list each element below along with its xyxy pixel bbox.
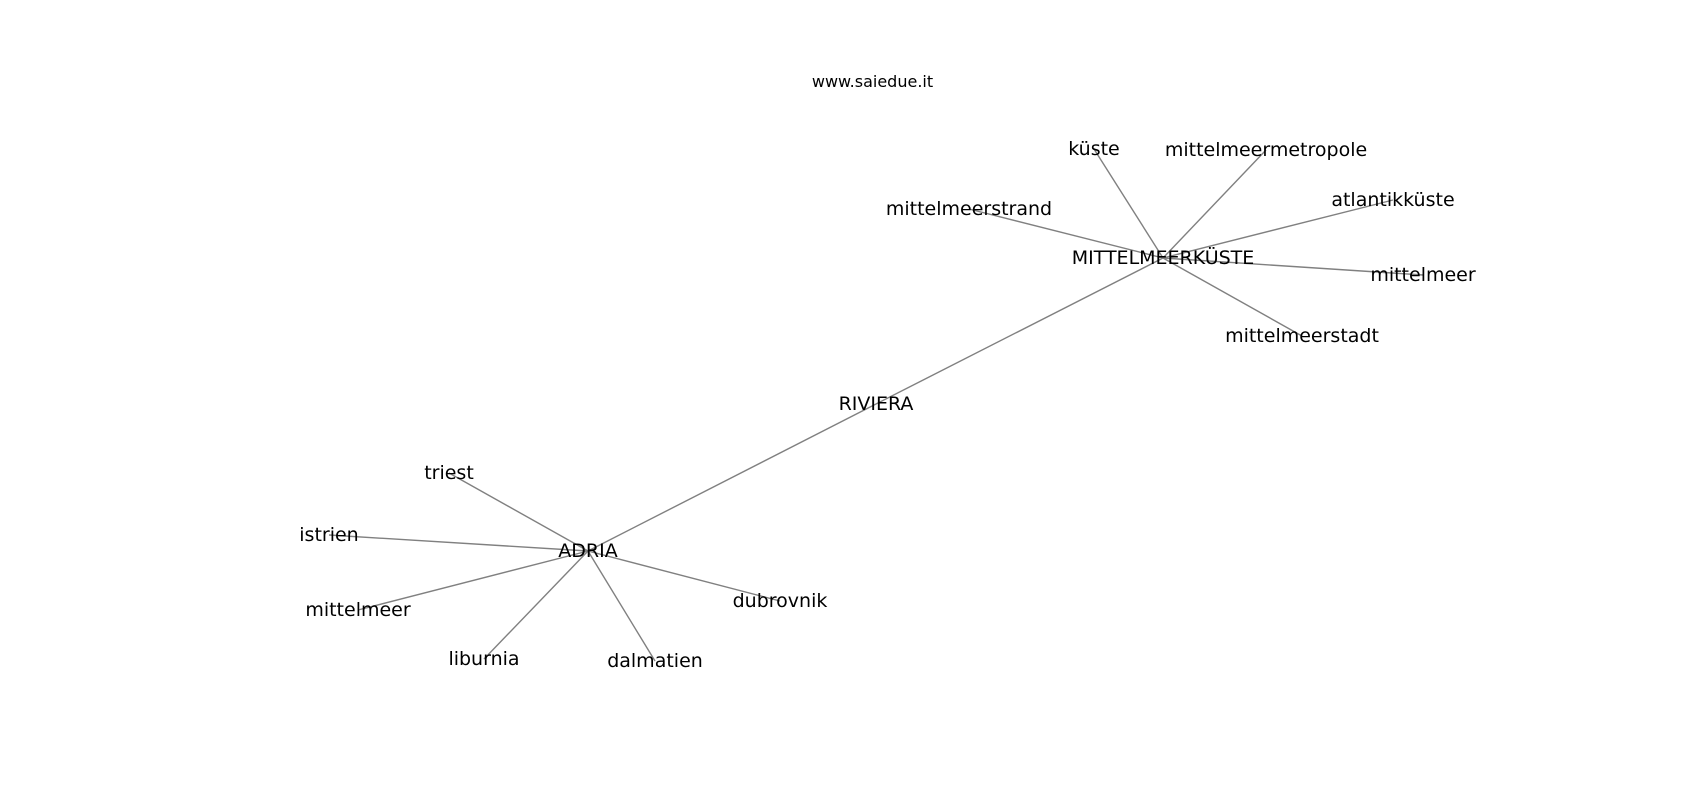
node-adria: ADRIA xyxy=(558,540,617,562)
edge-adria-istrien xyxy=(328,534,589,552)
edge-mittelmeerkueste-atlantikkueste xyxy=(1162,199,1394,259)
source-caption: www.saiedue.it xyxy=(811,72,934,91)
node-mittelmeerstrand: mittelmeerstrand xyxy=(886,198,1052,220)
node-kueste: küste xyxy=(1068,138,1120,160)
edge-adria-mittelmeer-2 xyxy=(357,550,589,611)
node-mittelmeer-1: mittelmeer xyxy=(1370,264,1476,286)
node-mittelmeermetropole: mittelmeermetropole xyxy=(1165,139,1367,161)
edge-mittelmeerkueste-kueste xyxy=(1093,148,1164,259)
node-triest: triest xyxy=(424,462,474,484)
node-mittelmeerstadt: mittelmeerstadt xyxy=(1225,325,1379,347)
edge-mittelmeerkueste-mittelmeermetropole xyxy=(1162,149,1267,259)
edge-mittelmeerkueste-mittelmeer-1 xyxy=(1162,257,1424,276)
node-istrien: istrien xyxy=(299,524,358,546)
nodes-layer: RIVIERA MITTELMEERKÜSTE ADRIA küste mittelme… xyxy=(299,138,1476,672)
edge-adria-triest xyxy=(448,472,589,552)
edge-riviera-mittelmeerkueste xyxy=(875,257,1164,405)
node-atlantikkueste: atlantikküste xyxy=(1331,189,1454,211)
edge-riviera-adria xyxy=(587,403,877,552)
edge-adria-liburnia xyxy=(483,550,589,660)
edge-adria-dalmatien xyxy=(587,550,656,662)
node-mittelmeer-2: mittelmeer xyxy=(305,599,411,621)
edge-mittelmeerkueste-mittelmeerstadt xyxy=(1162,257,1303,337)
edges-layer xyxy=(328,148,1424,662)
node-mittelmeerkueste: MITTELMEERKÜSTE xyxy=(1072,246,1255,269)
node-riviera: RIVIERA xyxy=(839,393,914,415)
node-liburnia: liburnia xyxy=(448,648,519,670)
node-dalmatien: dalmatien xyxy=(607,650,703,672)
edge-adria-dubrovnik xyxy=(587,550,781,602)
node-dubrovnik: dubrovnik xyxy=(733,590,828,612)
edge-mittelmeerkueste-mittelmeerstrand xyxy=(968,208,1164,259)
